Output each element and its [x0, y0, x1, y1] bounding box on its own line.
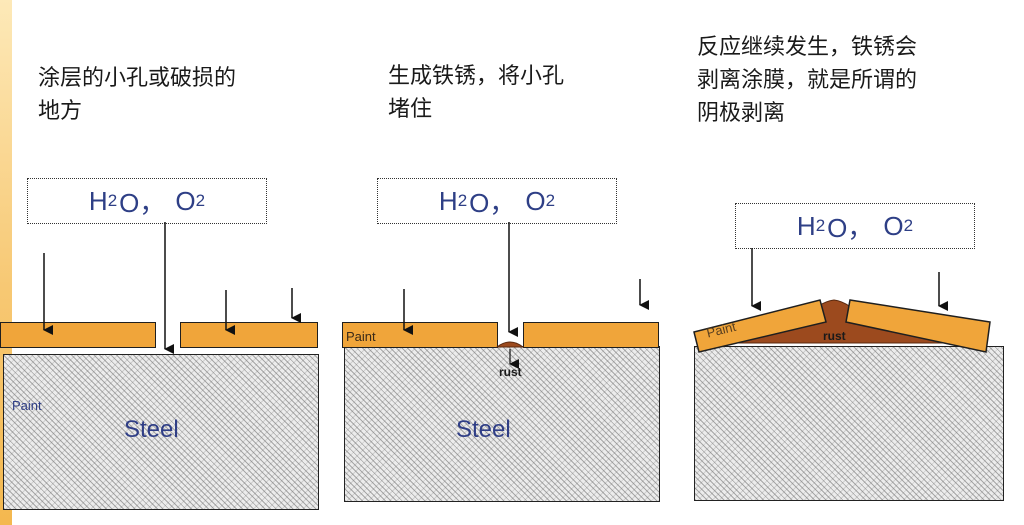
- panel-3-paint-peeled-left: [693, 299, 827, 353]
- panel-2-steel-substrate: [344, 346, 660, 502]
- chem-h: H: [796, 210, 816, 241]
- chem-o-sub: 2: [545, 191, 556, 210]
- panel-3-caption: 反应继续发生，铁锈会 剥离涂膜，就是所谓的 阴极剥离: [697, 31, 917, 130]
- panel-1-paint-label: Paint: [12, 398, 42, 413]
- chem-h: H: [88, 185, 108, 216]
- panel-3-rust-label: rust: [823, 329, 846, 343]
- panel-1-caption-line-2: 地方: [38, 99, 83, 124]
- panel-1-paint-right: [180, 322, 318, 348]
- panel-3-caption-line-3: 阴极剥离: [697, 101, 786, 126]
- chem-o-sub: 2: [195, 191, 206, 210]
- chem-h-tail: O，: [827, 212, 874, 243]
- panel-2-rust-deposit: [495, 341, 525, 348]
- chem-o: O: [883, 210, 904, 241]
- panel-1-caption: 涂层的小孔或破损的 地方: [38, 62, 236, 128]
- panel-3-caption-line-2: 剥离涂膜，就是所谓的: [697, 68, 918, 93]
- panel-1-caption-line-1: 涂层的小孔或破损的: [38, 66, 237, 91]
- chem-o: O: [175, 185, 196, 216]
- chem-h-sub: 2: [815, 216, 826, 235]
- panel-3-steel-substrate: [694, 346, 1004, 501]
- panel-2-steel-label: Steel: [456, 416, 511, 443]
- panel-2-caption-line-1: 生成铁锈，将小孔: [388, 64, 565, 89]
- panel-1-paint-left: [0, 322, 156, 348]
- panel-2-caption: 生成铁锈，将小孔 堵住: [388, 60, 564, 126]
- panel-2-paint-left: [342, 322, 498, 348]
- chem-o-sub: 2: [903, 216, 914, 235]
- chem-h-sub: 2: [457, 191, 468, 210]
- panel-3-paint-peeled-right: [845, 299, 991, 353]
- panel-2-caption-line-2: 堵住: [388, 97, 433, 122]
- panel-2-paint-label: Paint: [346, 329, 376, 344]
- chem-h-tail: O，: [119, 187, 166, 218]
- panel-1-steel-substrate: [3, 354, 319, 510]
- chem-h-sub: 2: [107, 191, 118, 210]
- chem-h: H: [438, 185, 458, 216]
- chem-h-tail: O，: [469, 187, 516, 218]
- chem-o: O: [525, 185, 546, 216]
- panel-1-steel-label: Steel: [124, 416, 179, 443]
- panel-3-caption-line-1: 反应继续发生，铁锈会: [697, 35, 918, 60]
- panel-2-paint-right: [523, 322, 659, 348]
